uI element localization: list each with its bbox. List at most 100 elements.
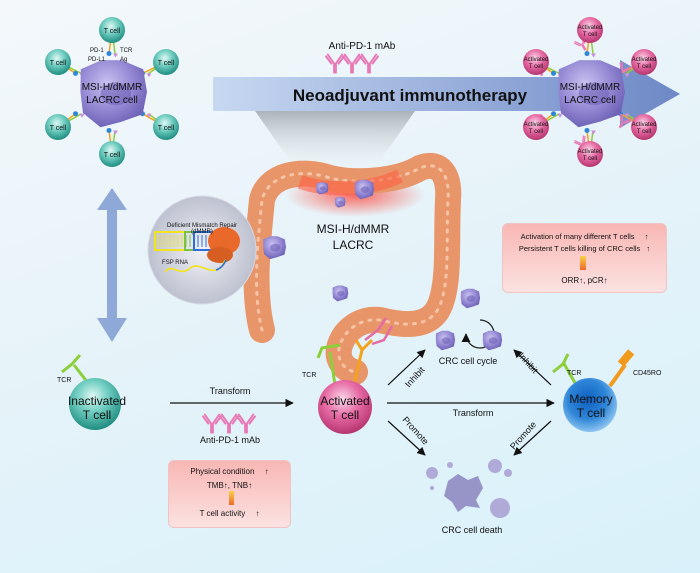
t-cell-label: Activated — [524, 122, 549, 128]
nucleus — [488, 337, 498, 344]
memory-tcr-label: TCR — [567, 370, 581, 377]
t-cell — [153, 49, 179, 75]
nucleus — [270, 243, 281, 252]
antibody-icon — [359, 53, 379, 74]
nucleus — [360, 186, 370, 193]
bottom-drug-label: Anti-PD-1 mAb — [200, 435, 260, 445]
pdl1-ligand — [551, 70, 557, 76]
activated-t-cell — [523, 49, 549, 75]
promote-label-left: Promote — [401, 415, 431, 447]
nucleus — [578, 82, 609, 106]
pdl1-ligand — [106, 51, 112, 57]
double-arrow-vertical — [97, 188, 127, 342]
t-cell — [153, 114, 179, 140]
dmmr-title-line2: (dMMR) — [191, 229, 213, 235]
antibody-icon — [618, 61, 632, 77]
antigen — [113, 53, 118, 58]
activated-label-line1: Activated — [320, 394, 369, 408]
receptor-label: PD-1 — [90, 48, 104, 54]
nucleus — [337, 290, 345, 297]
down-arrow-icon — [580, 256, 586, 270]
down-arrow-icon — [229, 491, 234, 505]
memory-label-line2: T cell — [577, 406, 605, 420]
inactivated-t-cell — [61, 354, 121, 430]
memory-t-cell — [552, 349, 635, 432]
antibody-icon — [573, 36, 587, 51]
outcome-box: Activation of many different T cells ↑ P… — [502, 223, 667, 293]
receptor-label: TCR — [120, 48, 133, 54]
tumor-label-line2: LACRC cell — [86, 95, 138, 106]
nucleus — [319, 186, 326, 191]
antigen — [624, 73, 630, 78]
colon-illustration — [243, 152, 462, 385]
tumor-label-line1: MSI-H/dMMR — [560, 82, 621, 93]
t-cell-label: Activated — [524, 57, 549, 63]
tumor-label-line2: LACRC cell — [564, 95, 616, 106]
t-cell — [45, 114, 71, 140]
activated-t-cell — [631, 114, 657, 140]
pdl1-ligand — [73, 70, 79, 76]
inactivated-label-line2: T cell — [83, 408, 111, 422]
transform-label-1: Transform — [210, 386, 251, 396]
therapy-title: Neoadjuvant immunotherapy — [293, 86, 528, 105]
antigen — [624, 113, 630, 118]
t-cell-label: T cell — [637, 64, 651, 70]
receptor-label: Ag — [120, 57, 127, 63]
inhibit-arrow-right — [513, 349, 552, 386]
t-cell-label: T cell — [50, 125, 67, 132]
activated-t-cell — [523, 114, 549, 140]
antigen — [146, 73, 152, 78]
activated-label-line2: T cell — [331, 408, 359, 422]
t-cell — [99, 17, 125, 43]
up-arrow-icon: ↑ — [255, 509, 260, 518]
activated-tcr-label: TCR — [302, 372, 316, 379]
antibody-icon — [618, 113, 632, 129]
colon-label-line2: LACRC — [333, 238, 374, 252]
condition-box: Physical condition ↑ TMB↑, TNB↑ T cell a… — [168, 460, 291, 528]
antibody-icon — [202, 413, 222, 434]
crc-cell-death-illustration — [426, 459, 512, 518]
antibody-icon — [325, 53, 345, 74]
inactivated-label-line1: Inactivated — [68, 394, 126, 408]
tumor-label-line1: MSI-H/dMMR — [82, 82, 143, 93]
t-cell-label: T cell — [583, 32, 597, 38]
t-cell-label: T cell — [50, 60, 67, 67]
memory-label-line1: Memory — [569, 392, 612, 406]
pdl1-ligand — [551, 111, 557, 117]
activated-t-cell — [631, 49, 657, 75]
dmmr-inset — [147, 195, 257, 305]
t-cell-label: T cell — [529, 64, 543, 70]
antigen — [79, 113, 85, 118]
activated-t-cell — [577, 141, 603, 167]
bottom-antibodies — [202, 413, 256, 434]
antigen — [557, 113, 563, 118]
nucleus — [100, 82, 131, 106]
cd45ro-label: CD45RO — [633, 370, 662, 377]
receptor-label: PD-L1 — [88, 57, 106, 63]
condition-line2: TMB↑, TNB↑ — [206, 481, 253, 490]
outcome-line2: Persistent T cells killing of CRC cells — [518, 244, 641, 253]
fsp-rna-label: FSP RNA — [162, 260, 188, 266]
activated-t-cell — [577, 17, 603, 43]
antibody-icon — [236, 413, 256, 434]
up-arrow-icon: ↑ — [644, 232, 649, 241]
spotlight-cone — [255, 111, 415, 175]
inactivated-tcr-label: TCR — [57, 377, 71, 384]
t-cell-label: T cell — [637, 129, 651, 135]
nucleus — [441, 337, 451, 344]
outcome-line1: Activation of many different T cells — [520, 232, 635, 241]
antigen — [113, 130, 118, 135]
t-cell-label: Activated — [578, 25, 603, 31]
t-cell-label: T cell — [158, 60, 175, 67]
pdl1-ligand — [106, 127, 112, 133]
top-drug-label: Anti-PD-1 mAb — [329, 41, 396, 52]
t-cell-label: T cell — [583, 156, 597, 162]
up-arrow-icon: ↑ — [264, 467, 269, 476]
transform-label-2: Transform — [453, 408, 494, 418]
colon-label-line1: MSI-H/dMMR — [317, 222, 390, 236]
activated-t-cell — [316, 317, 394, 434]
t-cell-label: Activated — [632, 122, 657, 128]
t-cell — [99, 141, 125, 167]
